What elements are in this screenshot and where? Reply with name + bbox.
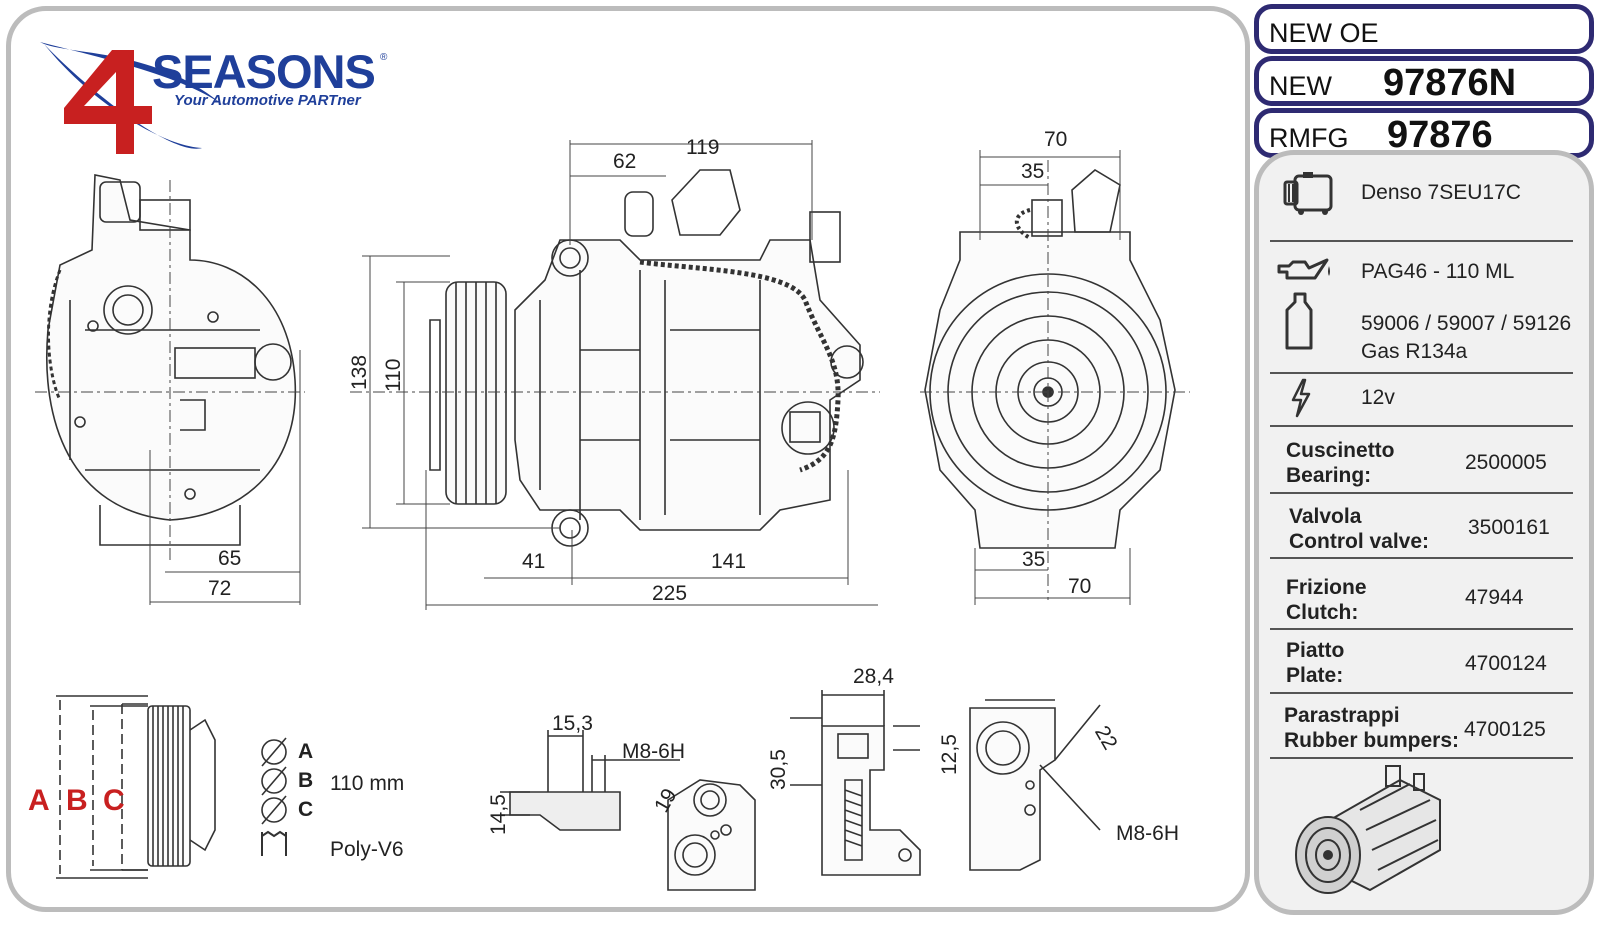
separator [1270, 372, 1573, 374]
part-label-en: Clutch: [1286, 601, 1359, 624]
diameter-symbol-c: C [298, 798, 314, 821]
dim-70-bottom: 70 [1068, 575, 1092, 598]
separator [1270, 628, 1573, 630]
dim-35-top: 35 [1021, 160, 1045, 183]
pulley-detail [56, 695, 216, 879]
dim-110: 110 [382, 358, 405, 392]
dim-15-3: 15,3 [552, 712, 593, 735]
diameter-symbols [261, 737, 287, 856]
dim-62: 62 [613, 150, 637, 173]
separator [1270, 557, 1573, 559]
bracket-detail-right [969, 699, 1101, 871]
separator [1270, 757, 1573, 759]
oil-references: 59006 / 59007 / 59126 [1361, 312, 1572, 335]
dim-35-bottom: 35 [1022, 548, 1046, 571]
new-number-box: NEW 97876N [1254, 56, 1594, 106]
rmfg-part-number: 97876 [1387, 114, 1493, 156]
compressor-icon [1283, 172, 1333, 215]
part-number: 4700125 [1464, 718, 1546, 741]
part-label-en: Rubber bumpers: [1284, 729, 1460, 752]
new-label: NEW [1269, 71, 1332, 101]
gas-type: Gas R134a [1361, 340, 1468, 363]
part-number: 2500005 [1465, 451, 1547, 474]
voltage: 12v [1361, 386, 1395, 409]
new-oe-label: NEW OE [1269, 18, 1379, 48]
part-label-en: Control valve: [1289, 530, 1430, 553]
dim-72: 72 [208, 577, 232, 600]
diameter-symbol-b: B [298, 769, 314, 792]
dim-119: 119 [686, 136, 720, 159]
part-label-it: Frizione [1286, 576, 1367, 599]
belt-type: Poly-V6 [330, 838, 404, 861]
new-oe-box: NEW OE [1254, 4, 1594, 54]
rmfg-label: RMFG [1269, 123, 1349, 153]
part-label-en: Bearing: [1286, 464, 1372, 487]
oil-spec: PAG46 - 110 ML [1361, 260, 1515, 283]
dim-12-5: 12,5 [938, 734, 961, 775]
diameter-symbol-a: A [298, 740, 314, 763]
dim-28-4: 28,4 [853, 665, 894, 688]
new-part-number: 97876N [1383, 62, 1517, 104]
technical-drawing [35, 140, 1190, 891]
separator [1270, 425, 1573, 427]
pulley-label-a: A [28, 784, 50, 817]
separator [1270, 492, 1573, 494]
dim-70-top: 70 [1044, 128, 1068, 151]
oil-can-icon [1277, 258, 1330, 280]
compressor-photo [1295, 765, 1441, 894]
thread-m8-right: M8-6H [1116, 822, 1180, 845]
port-detail [667, 779, 756, 891]
valve-section [790, 690, 921, 876]
pulley-label-c: C [103, 784, 125, 817]
part-label-it: Piatto [1286, 639, 1345, 662]
part-label-it: Cuscinetto [1286, 439, 1395, 462]
front-view-center [429, 169, 864, 547]
part-label-it: Valvola [1289, 505, 1362, 528]
dim-138: 138 [348, 354, 371, 390]
dim-225: 225 [652, 582, 688, 605]
thread-m8-left: M8-6H [622, 740, 686, 763]
dim-14-5: 14,5 [487, 794, 510, 835]
part-number: 4700124 [1465, 652, 1547, 675]
dim-41: 41 [522, 550, 546, 573]
lightning-bolt-icon [1291, 378, 1311, 418]
bracket-detail-left [500, 730, 680, 831]
logo-name: SEASONS [152, 45, 376, 98]
logo-tagline: Your Automotive PARTner [174, 92, 361, 109]
dim-30-5: 30,5 [767, 749, 790, 790]
part-number: 3500161 [1468, 516, 1550, 539]
logo-registered-mark: ® [380, 52, 388, 63]
dim-65: 65 [218, 547, 242, 570]
separator [1270, 692, 1573, 694]
separator [1270, 240, 1573, 242]
side-view-left [46, 174, 297, 546]
side-view-right [924, 169, 1176, 549]
part-label-it: Parastrappi [1284, 704, 1400, 727]
part-label-en: Plate: [1286, 664, 1344, 687]
pulley-diameter: 110 mm [330, 772, 405, 795]
dim-141: 141 [711, 550, 747, 573]
oil-bottle-icon [1285, 292, 1313, 350]
pulley-label-b: B [66, 784, 88, 817]
part-number: 47944 [1465, 586, 1524, 609]
compressor-model: Denso 7SEU17C [1361, 181, 1521, 204]
logo-4-mark [40, 42, 224, 154]
